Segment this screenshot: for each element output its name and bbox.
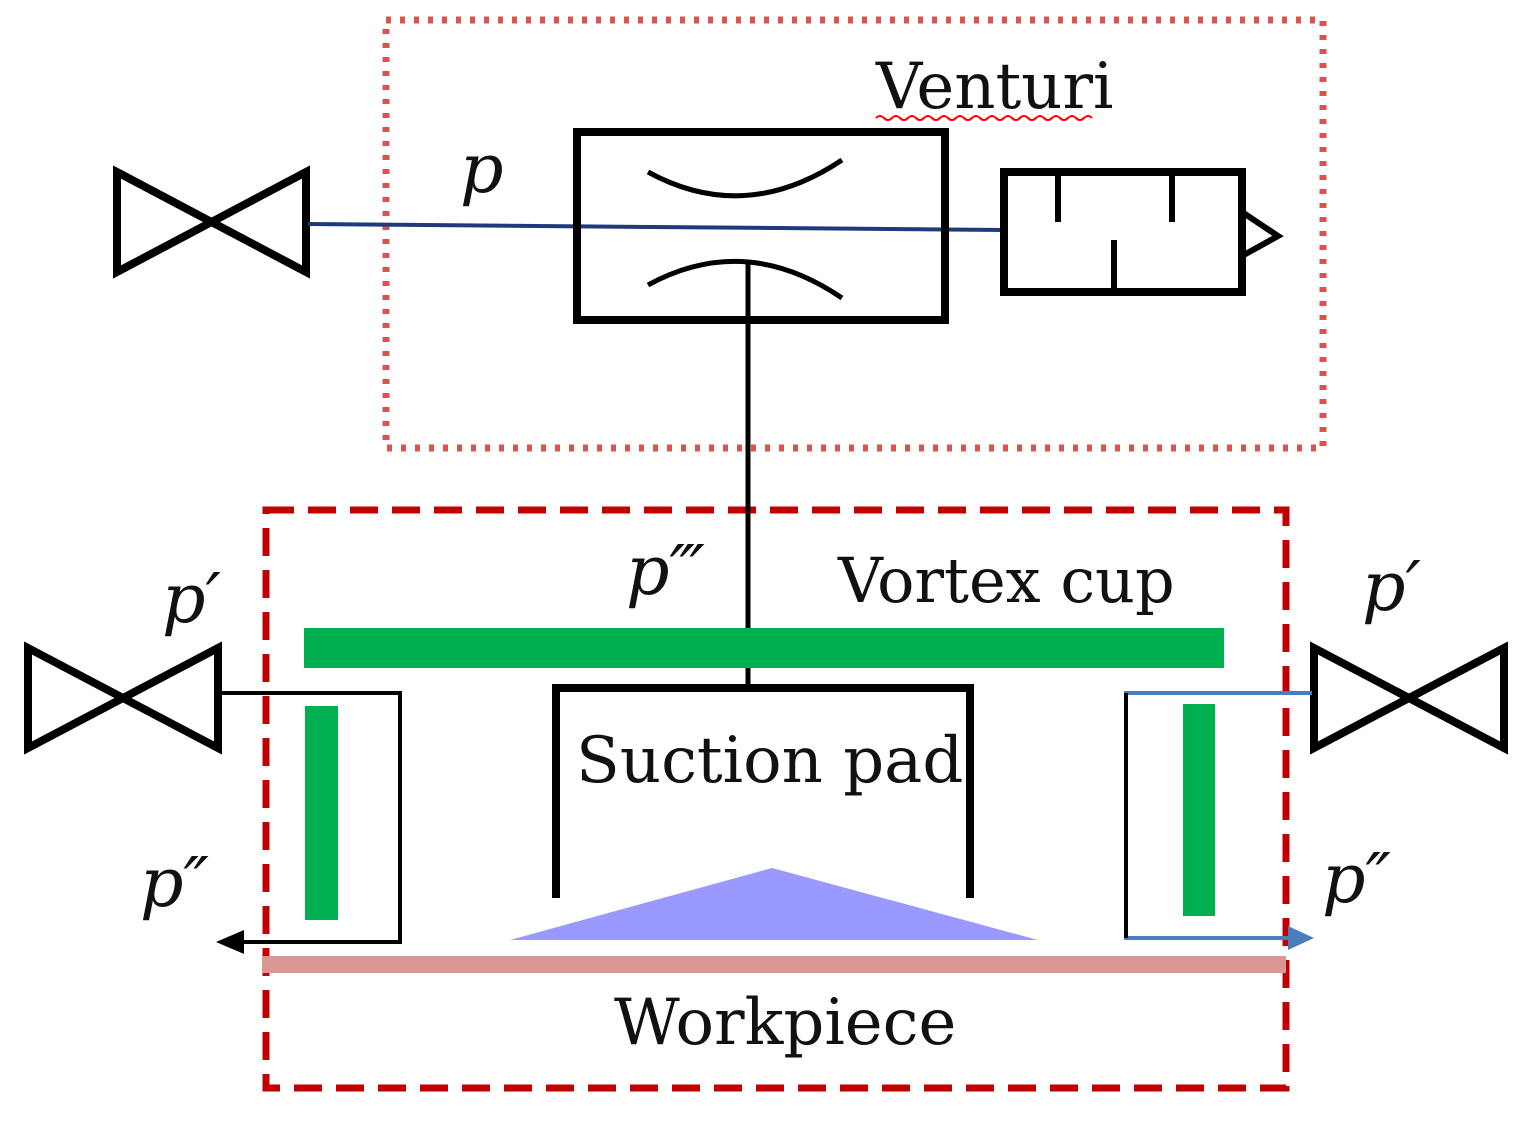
vortex-cup-top-plate (304, 628, 1224, 668)
left-valve-icon (24, 641, 222, 755)
pressure-p-prime-left-label: p′ (162, 560, 222, 639)
vortex-cup-label: Vortex cup (837, 544, 1175, 617)
suction-pad-outline (552, 684, 974, 898)
workpiece-bar (262, 956, 1286, 973)
right-arrow-icon (1288, 926, 1314, 950)
right-side-plate (1183, 704, 1215, 916)
supply-line (307, 222, 1005, 232)
suction-pad-label: Suction pad (576, 724, 963, 798)
silencer-icon (1000, 168, 1284, 296)
venturi-nozzle-icon (573, 128, 949, 324)
vortex-flow-triangle (510, 868, 1038, 940)
pressure-p-triple-label: p‴ (626, 532, 705, 611)
vortex-cup-boundary (262, 506, 1290, 1092)
pressure-p-label: p (460, 130, 504, 209)
pressure-p-prime-right-label: p′ (1362, 548, 1422, 627)
venturi-label: Venturi (875, 50, 1113, 124)
left-side-plate (305, 706, 338, 920)
workpiece-label: Workpiece (614, 986, 956, 1060)
pressure-p-double-left-label: p″ (140, 844, 209, 923)
supply-valve-icon (113, 165, 310, 279)
venturi-boundary (382, 16, 1327, 452)
left-flow-line (218, 691, 402, 944)
right-valve-icon (1310, 641, 1508, 755)
pressure-p-double-right-label: p″ (1322, 840, 1391, 919)
left-arrow-icon (216, 930, 244, 954)
spell-check-squiggle (875, 115, 1093, 121)
